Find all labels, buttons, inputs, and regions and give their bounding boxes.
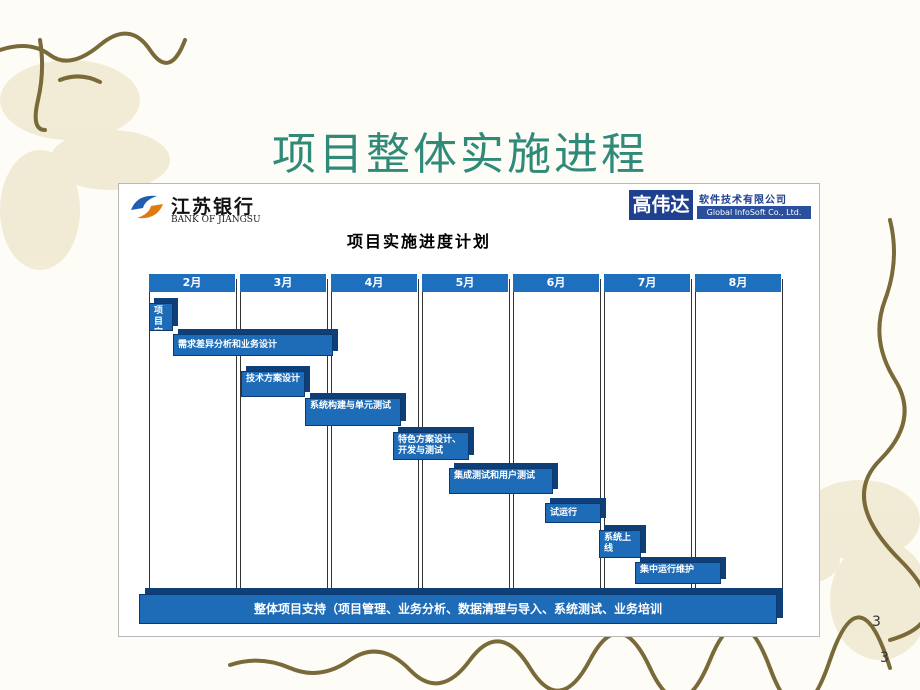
month-header: 7月 [604, 274, 690, 292]
task-bar: 集成测试和用户测试 [449, 468, 553, 494]
page-number: 3 [872, 614, 881, 630]
bank-name-en: BANK OF JIANGSU [171, 215, 261, 225]
month-header: 4月 [331, 274, 417, 292]
task-bar: 需求差异分析和业务设计 [173, 334, 333, 356]
month-header: 6月 [513, 274, 599, 292]
month-header: 8月 [695, 274, 781, 292]
chart-title: 项目实施进度计划 [346, 232, 491, 251]
month-header: 3月 [240, 274, 326, 292]
vendor-name-en: Global InfoSoft Co., Ltd. [697, 206, 811, 219]
vendor-name-cn: 软件技术有限公司 [699, 195, 787, 206]
month-column [695, 279, 783, 589]
vendor-brand: 高伟达 [629, 190, 693, 220]
slide-title: 项目整体实施进程 [272, 129, 648, 180]
bank-name-cn: 江苏银行 [171, 196, 256, 218]
task-bar: 项目定义 [149, 303, 173, 331]
task-bar: 系统上线 [599, 530, 641, 558]
month-column [604, 279, 692, 589]
month-column [149, 279, 237, 589]
support-bar: 整体项目支持（项目管理、业务分析、数据清理与导入、系统测试、业务培训 [139, 594, 777, 624]
task-bar: 系统构建与单元测试 [305, 398, 401, 426]
month-column [240, 279, 328, 589]
task-bar: 特色方案设计、开发与测试 [393, 432, 469, 460]
month-header: 2月 [149, 274, 235, 292]
bank-logo: 江苏银行 BANK OF JIANGSU [127, 190, 287, 226]
task-bar: 集中运行维护 [635, 562, 721, 584]
task-bar: 技术方案设计 [241, 371, 305, 397]
bank-logo-icon [131, 195, 163, 219]
month-column [513, 279, 601, 589]
gantt-panel: 江苏银行 BANK OF JIANGSU 高伟达 软件技术有限公司 Global… [118, 183, 820, 637]
month-header: 5月 [422, 274, 508, 292]
page-number-repeat: 3 [880, 650, 889, 666]
vendor-logo: 高伟达 软件技术有限公司 Global InfoSoft Co., Ltd. [629, 190, 813, 222]
task-bar: 试运行 [545, 503, 601, 523]
